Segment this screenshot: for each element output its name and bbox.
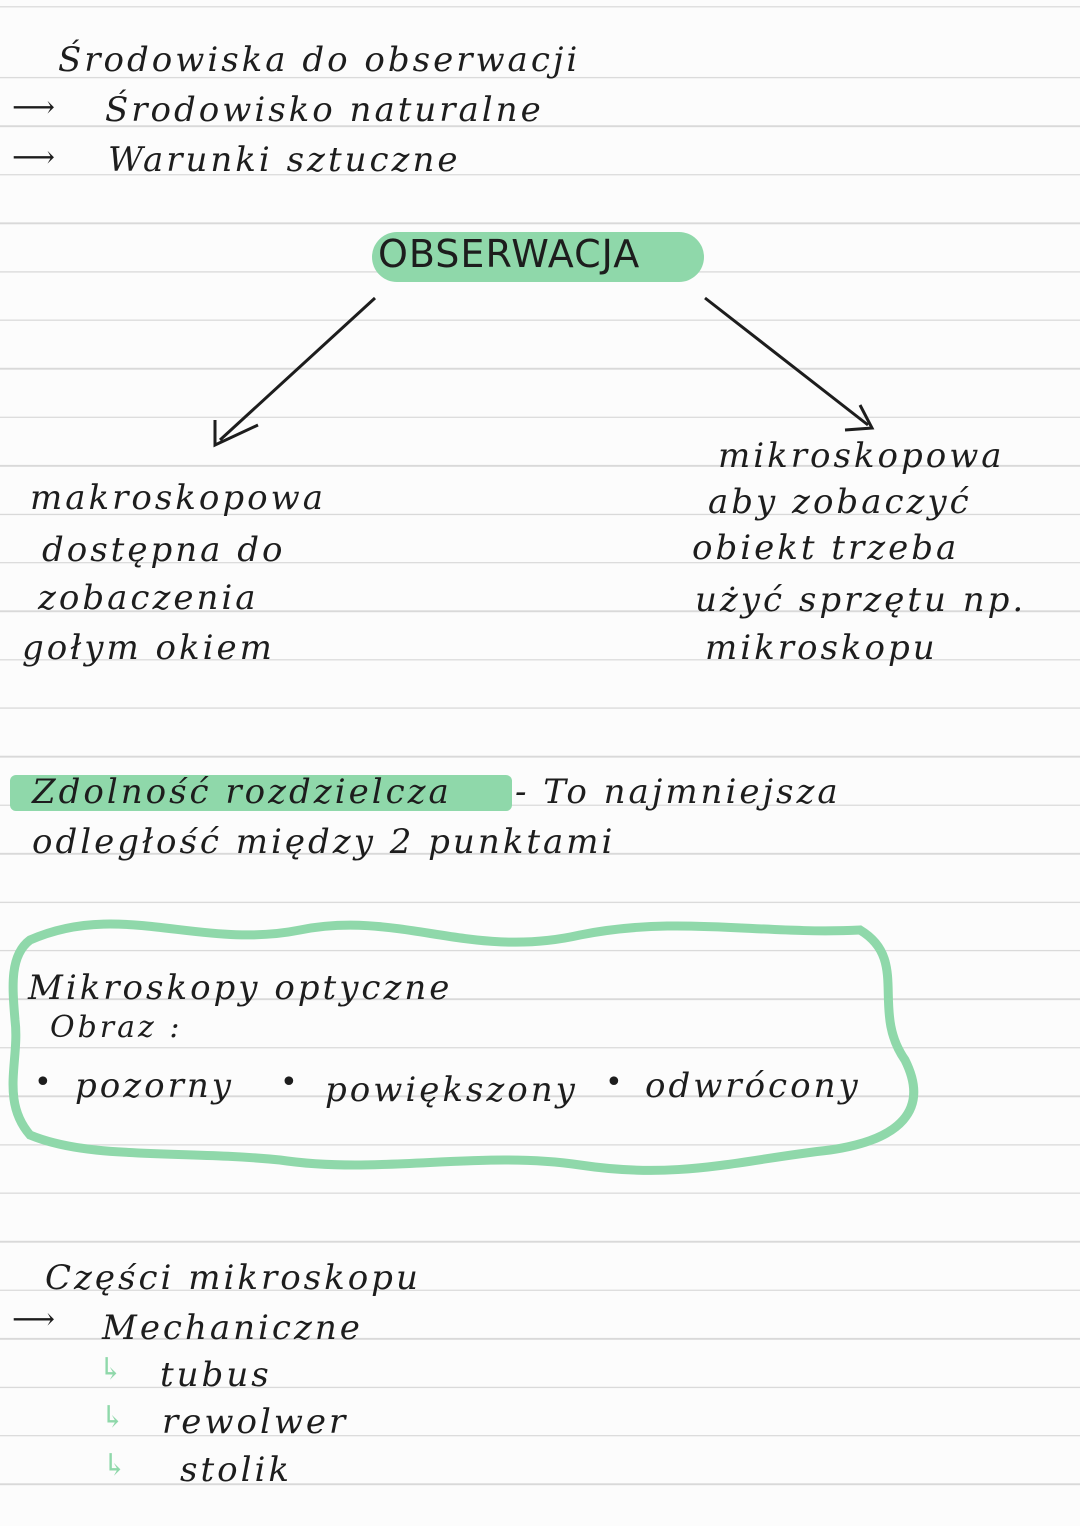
left-text: zobaczenia <box>38 578 259 618</box>
header-title: Środowiska do obserwacji <box>58 40 581 80</box>
box-subtitle: Obraz : <box>50 1010 183 1045</box>
center-title: OBSERWACJA <box>378 232 641 276</box>
right-text: mikroskopu <box>705 628 938 668</box>
box-title: Mikroskopy optyczne <box>28 968 453 1008</box>
arrow-left <box>213 296 377 448</box>
left-text: gołym okiem <box>22 628 275 668</box>
bullet-icon: • <box>34 1065 52 1100</box>
parts-item: tubus <box>160 1355 272 1395</box>
arrow-icon: ⟶ <box>12 140 56 175</box>
sub-arrow-icon: ↳ <box>100 1400 126 1435</box>
parts-item: stolik <box>180 1450 292 1490</box>
bullet-item: powiększony <box>325 1070 578 1110</box>
definition-text: odległość między 2 punktami <box>32 822 616 862</box>
wavy-box <box>8 919 919 1175</box>
parts-item: rewolwer <box>162 1402 349 1442</box>
right-text: obiekt trzeba <box>692 528 960 568</box>
header-item: Środowisko naturalne <box>105 90 544 130</box>
left-text: dostępna do <box>42 530 286 570</box>
definition-text: - To najmniejsza <box>515 772 841 812</box>
parts-title: Części mikroskopu <box>45 1258 421 1298</box>
left-text: makroskopowa <box>30 478 326 518</box>
bullet-icon: • <box>605 1065 623 1100</box>
highlight <box>10 775 512 811</box>
arrow-icon: ⟶ <box>12 90 56 125</box>
arrow-icon: ⟶ <box>12 1302 56 1337</box>
definition-term: Zdolność rozdzielcza <box>32 772 452 812</box>
right-text: aby zobaczyć <box>708 482 972 522</box>
highlight <box>372 232 704 282</box>
right-text: mikroskopowa <box>718 436 1005 476</box>
right-text: użyć sprzętu np. <box>695 580 1027 620</box>
header-item: Warunki sztuczne <box>108 140 461 180</box>
parts-category: Mechaniczne <box>102 1308 363 1348</box>
arrow-right <box>704 296 875 432</box>
sub-arrow-icon: ↳ <box>102 1448 128 1483</box>
bullet-item: odwrócony <box>645 1066 861 1106</box>
bullet-icon: • <box>280 1065 298 1100</box>
bullet-item: pozorny <box>75 1066 234 1106</box>
sub-arrow-icon: ↳ <box>98 1352 124 1387</box>
